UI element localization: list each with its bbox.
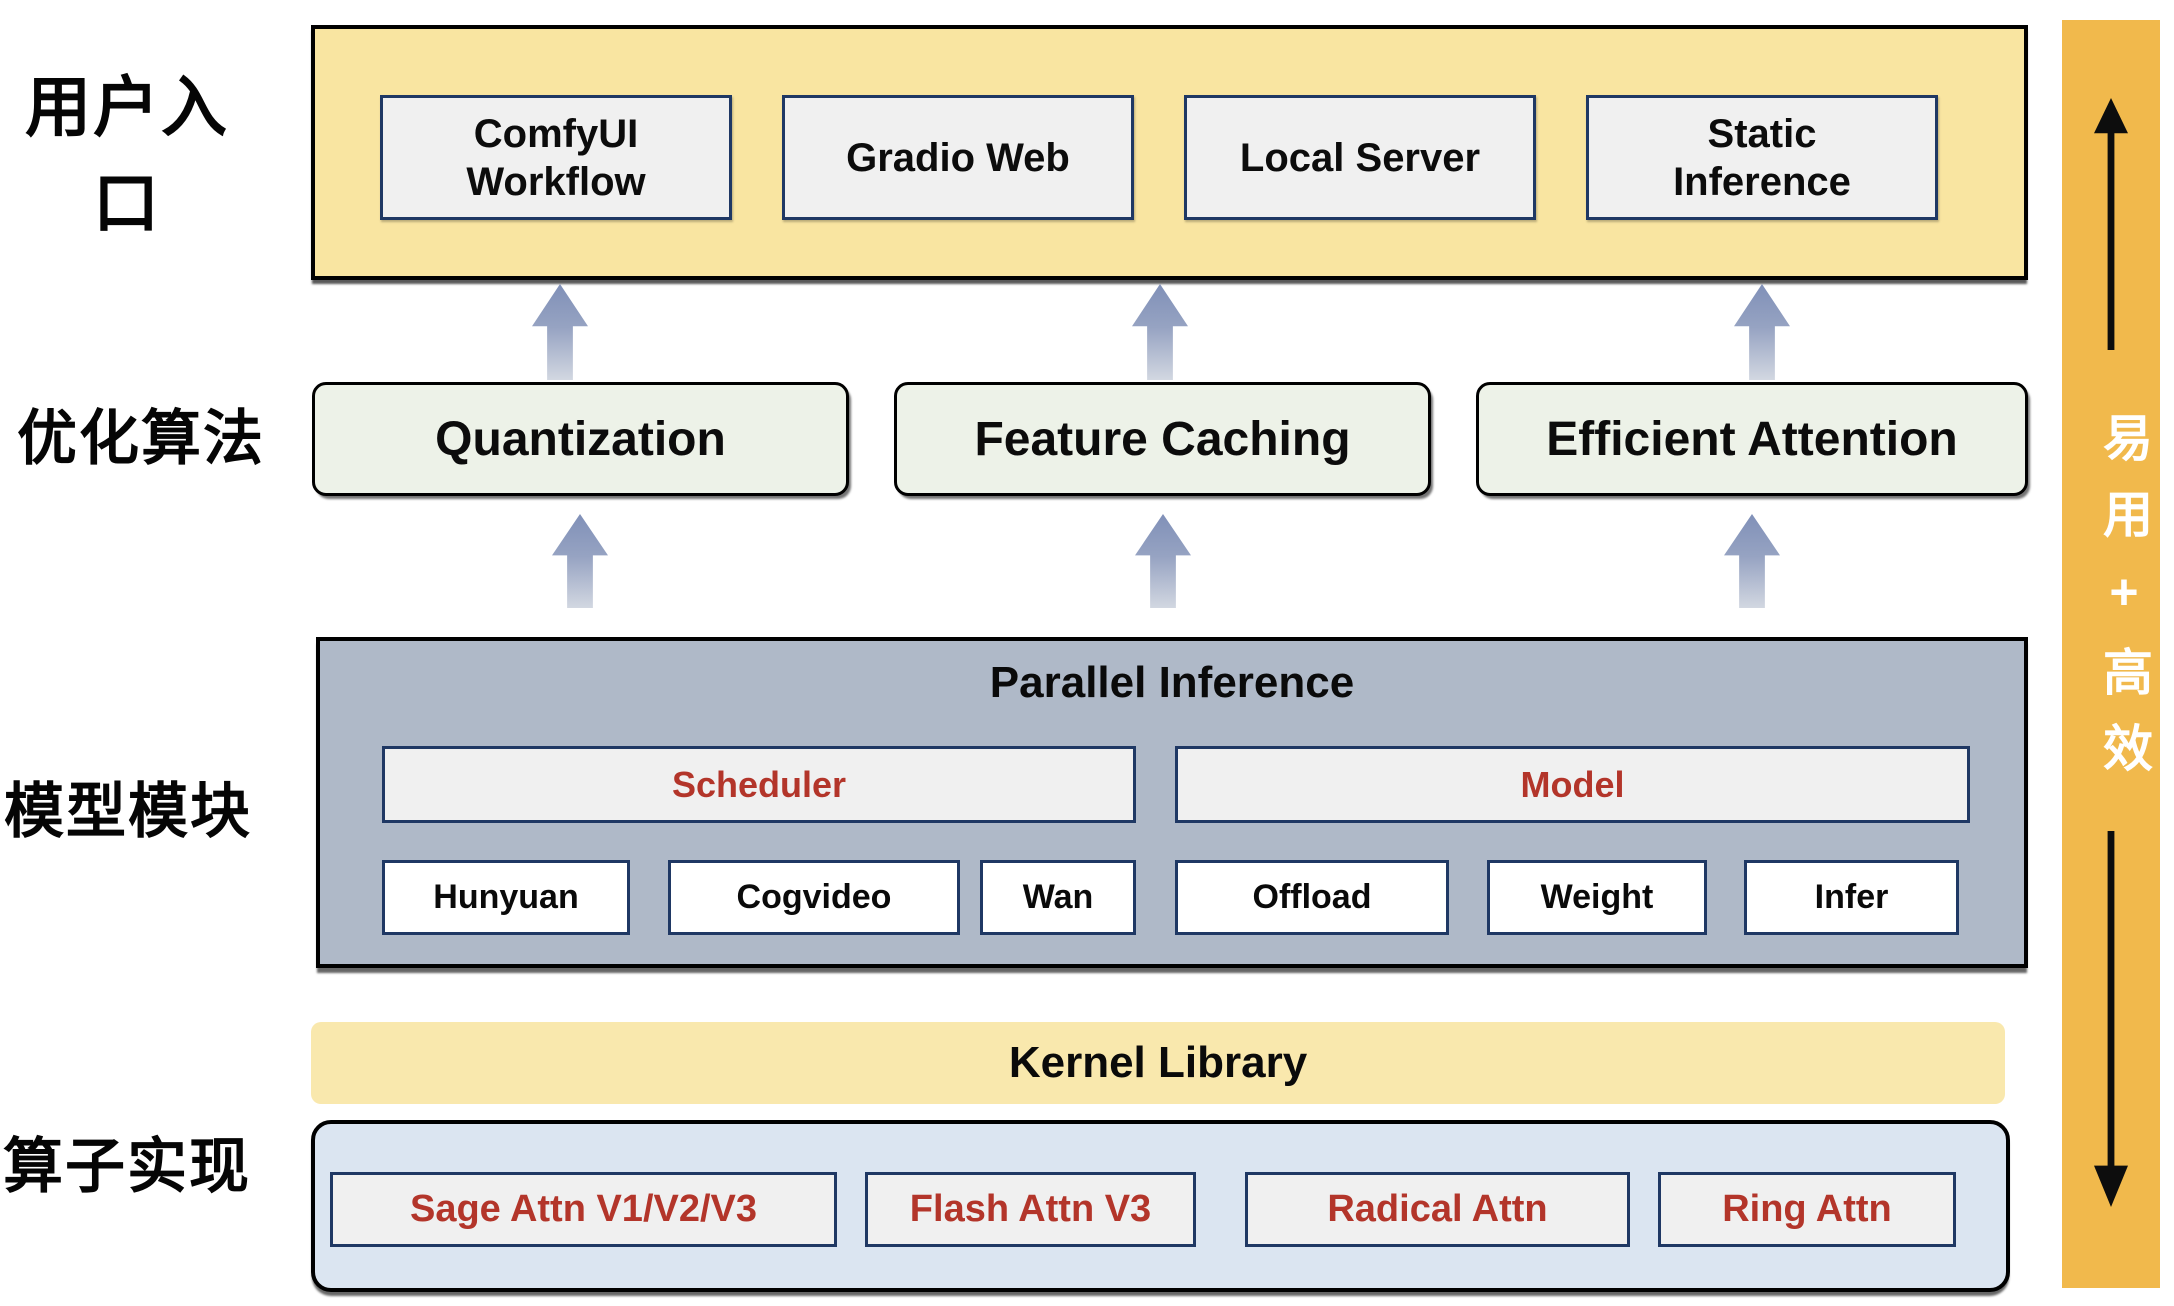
up-arrow-icon [532, 284, 588, 380]
module-box-wan: Wan [980, 860, 1136, 935]
benefit-text: 易用+高效 [2096, 412, 2152, 798]
up-arrow-icon [1724, 514, 1780, 608]
module-box-hunyuan: Hunyuan [382, 860, 630, 935]
optimization-box-efficient-attention: Efficient Attention [1476, 382, 2028, 496]
entry-box-gradio-web: Gradio Web [782, 95, 1134, 220]
op-box-flash-attn: Flash Attn V3 [865, 1172, 1196, 1247]
entry-box-comfyui-workflow: ComfyUI Workflow [380, 95, 732, 220]
kernel-library-bar: Kernel Library [311, 1022, 2005, 1104]
op-box-ring-attn: Ring Attn [1658, 1172, 1956, 1247]
module-box-cogvideo: Cogvideo [668, 860, 960, 935]
layer-label-user-entry: 用户入口 [25, 70, 229, 240]
optimization-box-feature-caching: Feature Caching [894, 382, 1431, 496]
up-arrow-icon [1132, 284, 1188, 380]
module-box-infer: Infer [1744, 860, 1959, 935]
up-arrow-icon [1135, 514, 1191, 608]
op-box-sage-attn: Sage Attn V1/V2/V3 [330, 1172, 837, 1247]
parallel-inference-title: Parallel Inference [989, 658, 1355, 707]
entry-box-local-server: Local Server [1184, 95, 1536, 220]
layer-label-operator-impl: 算子实现 [3, 1132, 251, 1200]
layer-label-optimization: 优化算法 [17, 404, 265, 472]
up-arrow-icon [1734, 284, 1790, 380]
optimization-box-quantization: Quantization [312, 382, 849, 496]
layer-label-model-modules: 模型模块 [4, 777, 252, 845]
scheduler-group-box: Scheduler [382, 746, 1136, 823]
model-group-box: Model [1175, 746, 1970, 823]
module-box-weight: Weight [1487, 860, 1707, 935]
module-box-offload: Offload [1175, 860, 1449, 935]
op-box-radical-attn: Radical Attn [1245, 1172, 1630, 1247]
up-arrow-icon [552, 514, 608, 608]
entry-box-static-inference: Static Inference [1586, 95, 1938, 220]
